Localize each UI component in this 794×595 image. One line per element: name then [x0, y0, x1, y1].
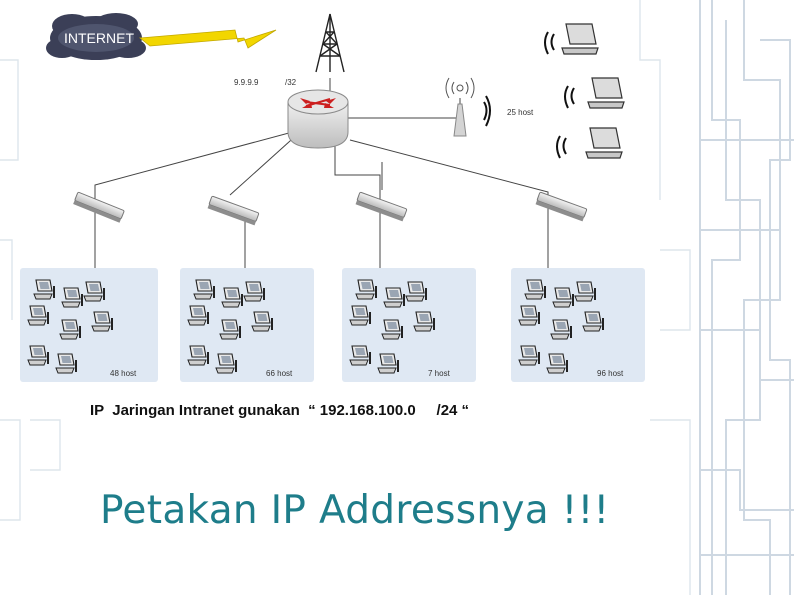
workstation-icon: [381, 319, 403, 340]
switch-icon: [355, 191, 408, 222]
workstation-icon: [355, 279, 377, 300]
workstation-icon: [582, 311, 604, 332]
wireless-signal-icon: [483, 95, 491, 127]
workstation-icon: [187, 305, 209, 326]
workstation-icon: [524, 279, 546, 300]
workstation-icon: [187, 345, 209, 366]
lan-hosts-label: 96 host: [597, 369, 624, 378]
workstation-icon: [349, 305, 371, 326]
workstation-icon: [550, 319, 572, 340]
laptop-icon: [585, 127, 623, 159]
access-point-icon: [445, 77, 475, 137]
wireless-signal-icon: [564, 85, 575, 109]
workstation-icon: [83, 281, 105, 302]
lan-hosts-label: 66 host: [266, 369, 293, 378]
workstation-icon: [349, 345, 371, 366]
workstation-icon: [27, 305, 49, 326]
workstation-icon: [574, 281, 596, 302]
ip-network-caption: IP Jaringan Intranet gunakan “ 192.168.1…: [90, 402, 470, 419]
laptop-icon: [561, 23, 599, 55]
workstation-icon: [546, 353, 568, 374]
workstation-icon: [552, 287, 574, 308]
public-ip-label: 9.9.9.9: [234, 78, 259, 87]
internet-label: INTERNET: [64, 30, 134, 46]
switch-icon: [73, 191, 125, 223]
workstation-icon: [59, 319, 81, 340]
workstation-icon: [33, 279, 55, 300]
workstation-icon: [383, 287, 405, 308]
wireless-signal-icon: [556, 135, 567, 159]
router-icon: [287, 89, 349, 149]
workstation-icon: [55, 353, 77, 374]
slide-title: Petakan IP Addressnya !!!: [100, 488, 610, 533]
workstation-icon: [518, 345, 540, 366]
public-prefix-label: /32: [285, 78, 297, 87]
workstation-icon: [377, 353, 399, 374]
workstation-icon: [518, 305, 540, 326]
lan-hosts-label: 7 host: [428, 369, 451, 378]
switch-icon: [207, 195, 260, 226]
tower-icon: [315, 13, 345, 73]
workstation-icon: [193, 279, 215, 300]
internet-cloud-icon: [46, 13, 146, 60]
workstation-icon: [215, 353, 237, 374]
laptop-icon: [587, 77, 625, 109]
workstation-icon: [27, 345, 49, 366]
workstation-icon: [91, 311, 113, 332]
wireless-hosts-label: 25 host: [507, 108, 534, 117]
workstation-icon: [405, 281, 427, 302]
workstation-icon: [251, 311, 273, 332]
workstation-icon: [243, 281, 265, 302]
workstation-icon: [221, 287, 243, 308]
workstation-icon: [61, 287, 83, 308]
wireless-signal-icon: [544, 31, 555, 55]
lan-hosts-label: 48 host: [110, 369, 137, 378]
workstation-icon: [413, 311, 435, 332]
switch-icon: [535, 191, 588, 222]
lightning-icon: [138, 29, 277, 49]
workstation-icon: [219, 319, 241, 340]
